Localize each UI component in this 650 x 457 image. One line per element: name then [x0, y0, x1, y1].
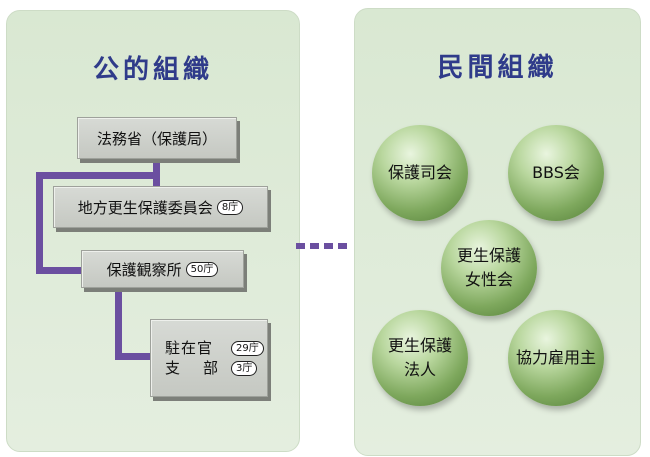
branch-box: 駐在官 29庁 支 部 3庁	[150, 319, 268, 397]
probation-office-box: 保護観察所 50庁	[81, 250, 244, 288]
link-dash-2	[310, 243, 319, 249]
link-dash-1	[296, 243, 305, 249]
org-label-line1: 更生保護	[387, 336, 452, 355]
commission-count-badge: 8庁	[216, 199, 244, 215]
commission-label: 地方更生保護委員会	[77, 198, 213, 217]
org-label-line2: 女性会	[464, 270, 513, 289]
org-sphere-cooperating-employers: 協力雇用主	[508, 310, 604, 406]
org-label: 保護司会	[387, 163, 452, 182]
link-dash-3	[324, 243, 333, 249]
probation-count-badge: 50庁	[185, 261, 219, 277]
org-sphere-womens-association: 更生保護 女性会	[441, 220, 537, 316]
ministry-box: 法務省（保護局）	[77, 117, 237, 159]
connector-left-bottom	[36, 267, 96, 274]
connector-branch-horizontal	[115, 353, 160, 360]
branch-office-label: 支 部	[165, 359, 223, 377]
branch-office-count-badge: 3庁	[231, 360, 258, 376]
ministry-label: 法務省（保護局）	[96, 129, 217, 148]
probation-office-label: 保護観察所	[106, 260, 182, 279]
org-label: BBS会	[532, 163, 580, 182]
private-panel-title: 民間組織	[437, 53, 558, 83]
connector-left-horizontal	[36, 172, 156, 179]
org-sphere-volunteer-probation-officers: 保護司会	[372, 125, 468, 221]
branch-office-row: 支 部 3庁	[165, 358, 258, 378]
org-label: 協力雇用主	[515, 348, 596, 367]
regional-commission-box: 地方更生保護委員会 8庁	[53, 186, 268, 228]
org-label-line1: 更生保護	[456, 246, 521, 265]
connector-left-vertical	[36, 172, 43, 274]
connector-probation-vertical	[115, 288, 122, 360]
org-sphere-bbs: BBS会	[508, 125, 604, 221]
org-sphere-rehabilitation-corporation: 更生保護 法人	[372, 310, 468, 406]
public-panel-title: 公的組織	[92, 55, 213, 85]
resident-officer-count-badge: 29庁	[231, 340, 264, 356]
resident-officer-row: 駐在官 29庁	[165, 338, 264, 358]
link-dash-4	[338, 243, 347, 249]
connector-ministry-vertical	[153, 160, 160, 186]
org-label-line2: 法人	[403, 360, 436, 379]
resident-officer-label: 駐在官	[165, 339, 214, 357]
